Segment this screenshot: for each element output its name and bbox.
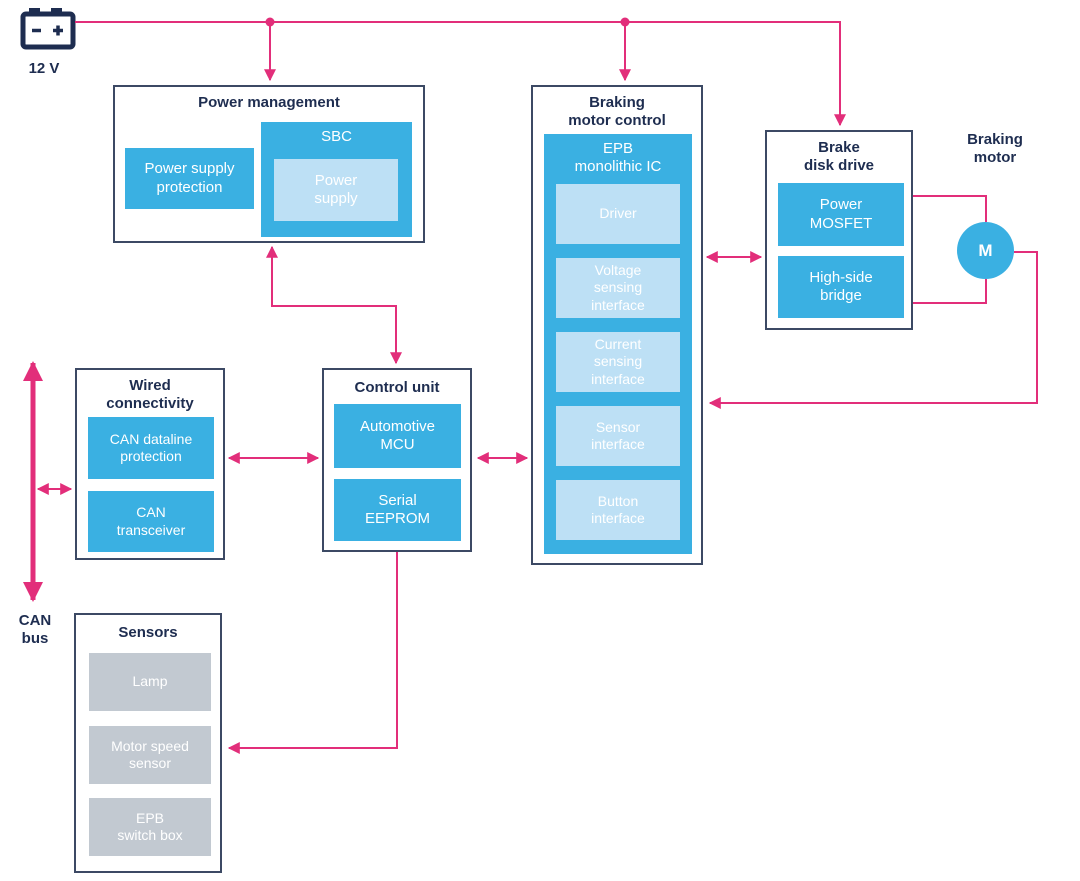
driver-block: Driver bbox=[556, 184, 680, 244]
power-supply-block: Power supply bbox=[274, 159, 398, 221]
can-dataline-protection-block: CAN dataline protection bbox=[88, 417, 214, 479]
junction-dot-braking-motor-control bbox=[620, 17, 630, 27]
can-transceiver-block: CAN transceiver bbox=[88, 491, 214, 552]
control-unit-box: Control unit Automotive MCU Serial EEPRO… bbox=[322, 368, 472, 552]
power-mosfet-block: Power MOSFET bbox=[778, 183, 904, 246]
control-unit-title: Control unit bbox=[354, 379, 440, 396]
brake-disk-drive-title: Brake disk drive bbox=[803, 139, 875, 174]
serial-eeprom-block: Serial EEPROM bbox=[334, 479, 461, 541]
epb-monolithic-ic-title: EPB monolithic IC bbox=[574, 140, 662, 175]
automotive-mcu-block: Automotive MCU bbox=[334, 404, 461, 468]
battery-icon bbox=[20, 8, 76, 50]
epb-switch-box-block: EPB switch box bbox=[89, 798, 211, 856]
high-side-bridge-block: High-side bridge bbox=[778, 256, 904, 318]
sbc-title: SBC bbox=[321, 128, 352, 145]
power-management-box: Power management Power supply protection… bbox=[113, 85, 425, 243]
epb-monolithic-ic-block: EPB monolithic IC Driver Voltage sensing… bbox=[544, 134, 692, 554]
braking-motor-control-title: Braking motor control bbox=[568, 94, 666, 129]
wire-brake-disk-drive-motor-top bbox=[913, 195, 987, 222]
wire-control-unit-to-sensors bbox=[227, 552, 398, 754]
braking-motor-label: Braking motor bbox=[967, 131, 1023, 166]
battery-voltage-label: 12 V bbox=[28, 60, 60, 77]
wire-power-management-control-unit bbox=[266, 245, 402, 365]
brake-disk-drive-box: Brake disk drive Power MOSFET High-side … bbox=[765, 130, 913, 330]
braking-motor-control-box: Braking motor control EPB monolithic IC … bbox=[531, 85, 703, 565]
power-supply-protection-block: Power supply protection bbox=[125, 148, 254, 209]
junction-dot-power-management bbox=[265, 17, 275, 27]
motor-speed-sensor-block: Motor speed sensor bbox=[89, 726, 211, 784]
sensors-title: Sensors bbox=[118, 624, 178, 641]
sbc-block: SBC Power supply bbox=[261, 122, 412, 237]
button-interface-block: Button interface bbox=[556, 480, 680, 540]
lamp-block: Lamp bbox=[89, 653, 211, 711]
wired-connectivity-box: Wired connectivity CAN dataline protecti… bbox=[75, 368, 225, 560]
motor-symbol: M bbox=[957, 222, 1014, 279]
sensors-box: Sensors Lamp Motor speed sensor EPB swit… bbox=[74, 613, 222, 873]
wired-connectivity-title: Wired connectivity bbox=[106, 377, 194, 412]
sensor-interface-block: Sensor interface bbox=[556, 406, 680, 466]
wire-brake-disk-drive-motor-bottom bbox=[913, 279, 987, 304]
power-management-title: Power management bbox=[198, 94, 340, 111]
voltage-sensing-interface-block: Voltage sensing interface bbox=[556, 258, 680, 318]
current-sensing-interface-block: Current sensing interface bbox=[556, 332, 680, 392]
can-bus-label: CAN bus bbox=[18, 612, 52, 647]
